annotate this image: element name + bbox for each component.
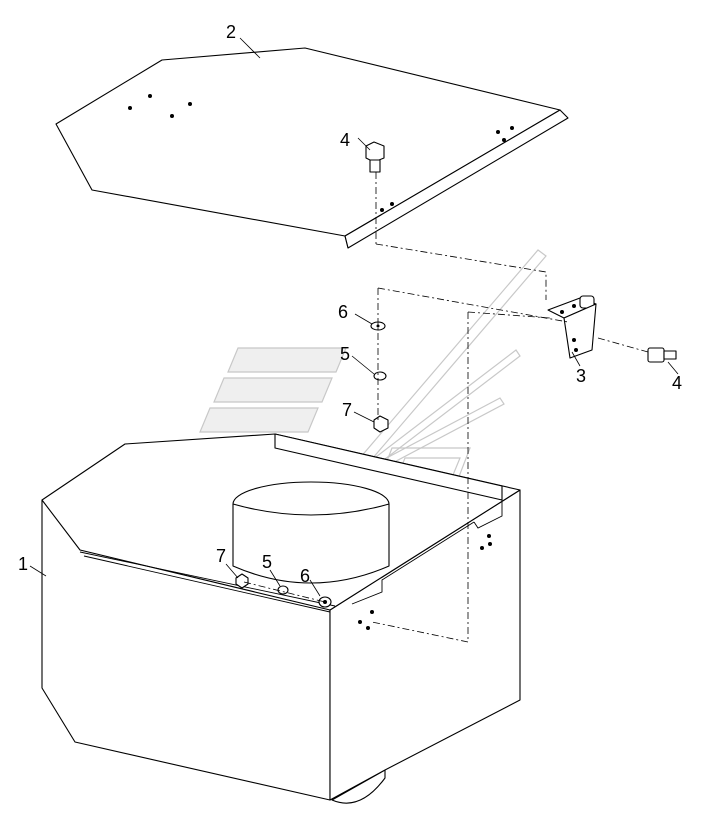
washer-5-mid — [373, 371, 387, 381]
bolt-top — [365, 141, 385, 173]
callout-part-1: 1 — [18, 554, 28, 574]
washer-5-low — [277, 585, 289, 595]
housing-box — [41, 433, 521, 804]
callout-part-4-top: 4 — [340, 130, 350, 150]
bolt-right — [647, 347, 677, 363]
callout-part-3: 3 — [576, 366, 586, 386]
leader-lines — [29, 37, 679, 597]
cover-plate — [55, 47, 569, 249]
callout-part-2: 2 — [226, 22, 236, 42]
housing-foot — [331, 769, 386, 804]
hinge-bracket — [547, 295, 597, 359]
callout-part-5-mid: 5 — [340, 344, 350, 364]
callout-part-6-mid: 6 — [338, 302, 348, 322]
callout-part-7-low: 7 — [216, 546, 226, 566]
callout-part-5-low: 5 — [262, 552, 272, 572]
callout-part-4-right: 4 — [672, 373, 682, 393]
housing-cylinder-body — [232, 503, 390, 584]
callout-part-7-mid: 7 — [342, 400, 352, 420]
nut-7-mid — [373, 415, 389, 433]
assembly-lines — [243, 172, 649, 643]
callout-part-6-low: 6 — [300, 566, 310, 586]
nut-7-low — [235, 573, 249, 589]
cover-plate-top — [55, 47, 561, 237]
